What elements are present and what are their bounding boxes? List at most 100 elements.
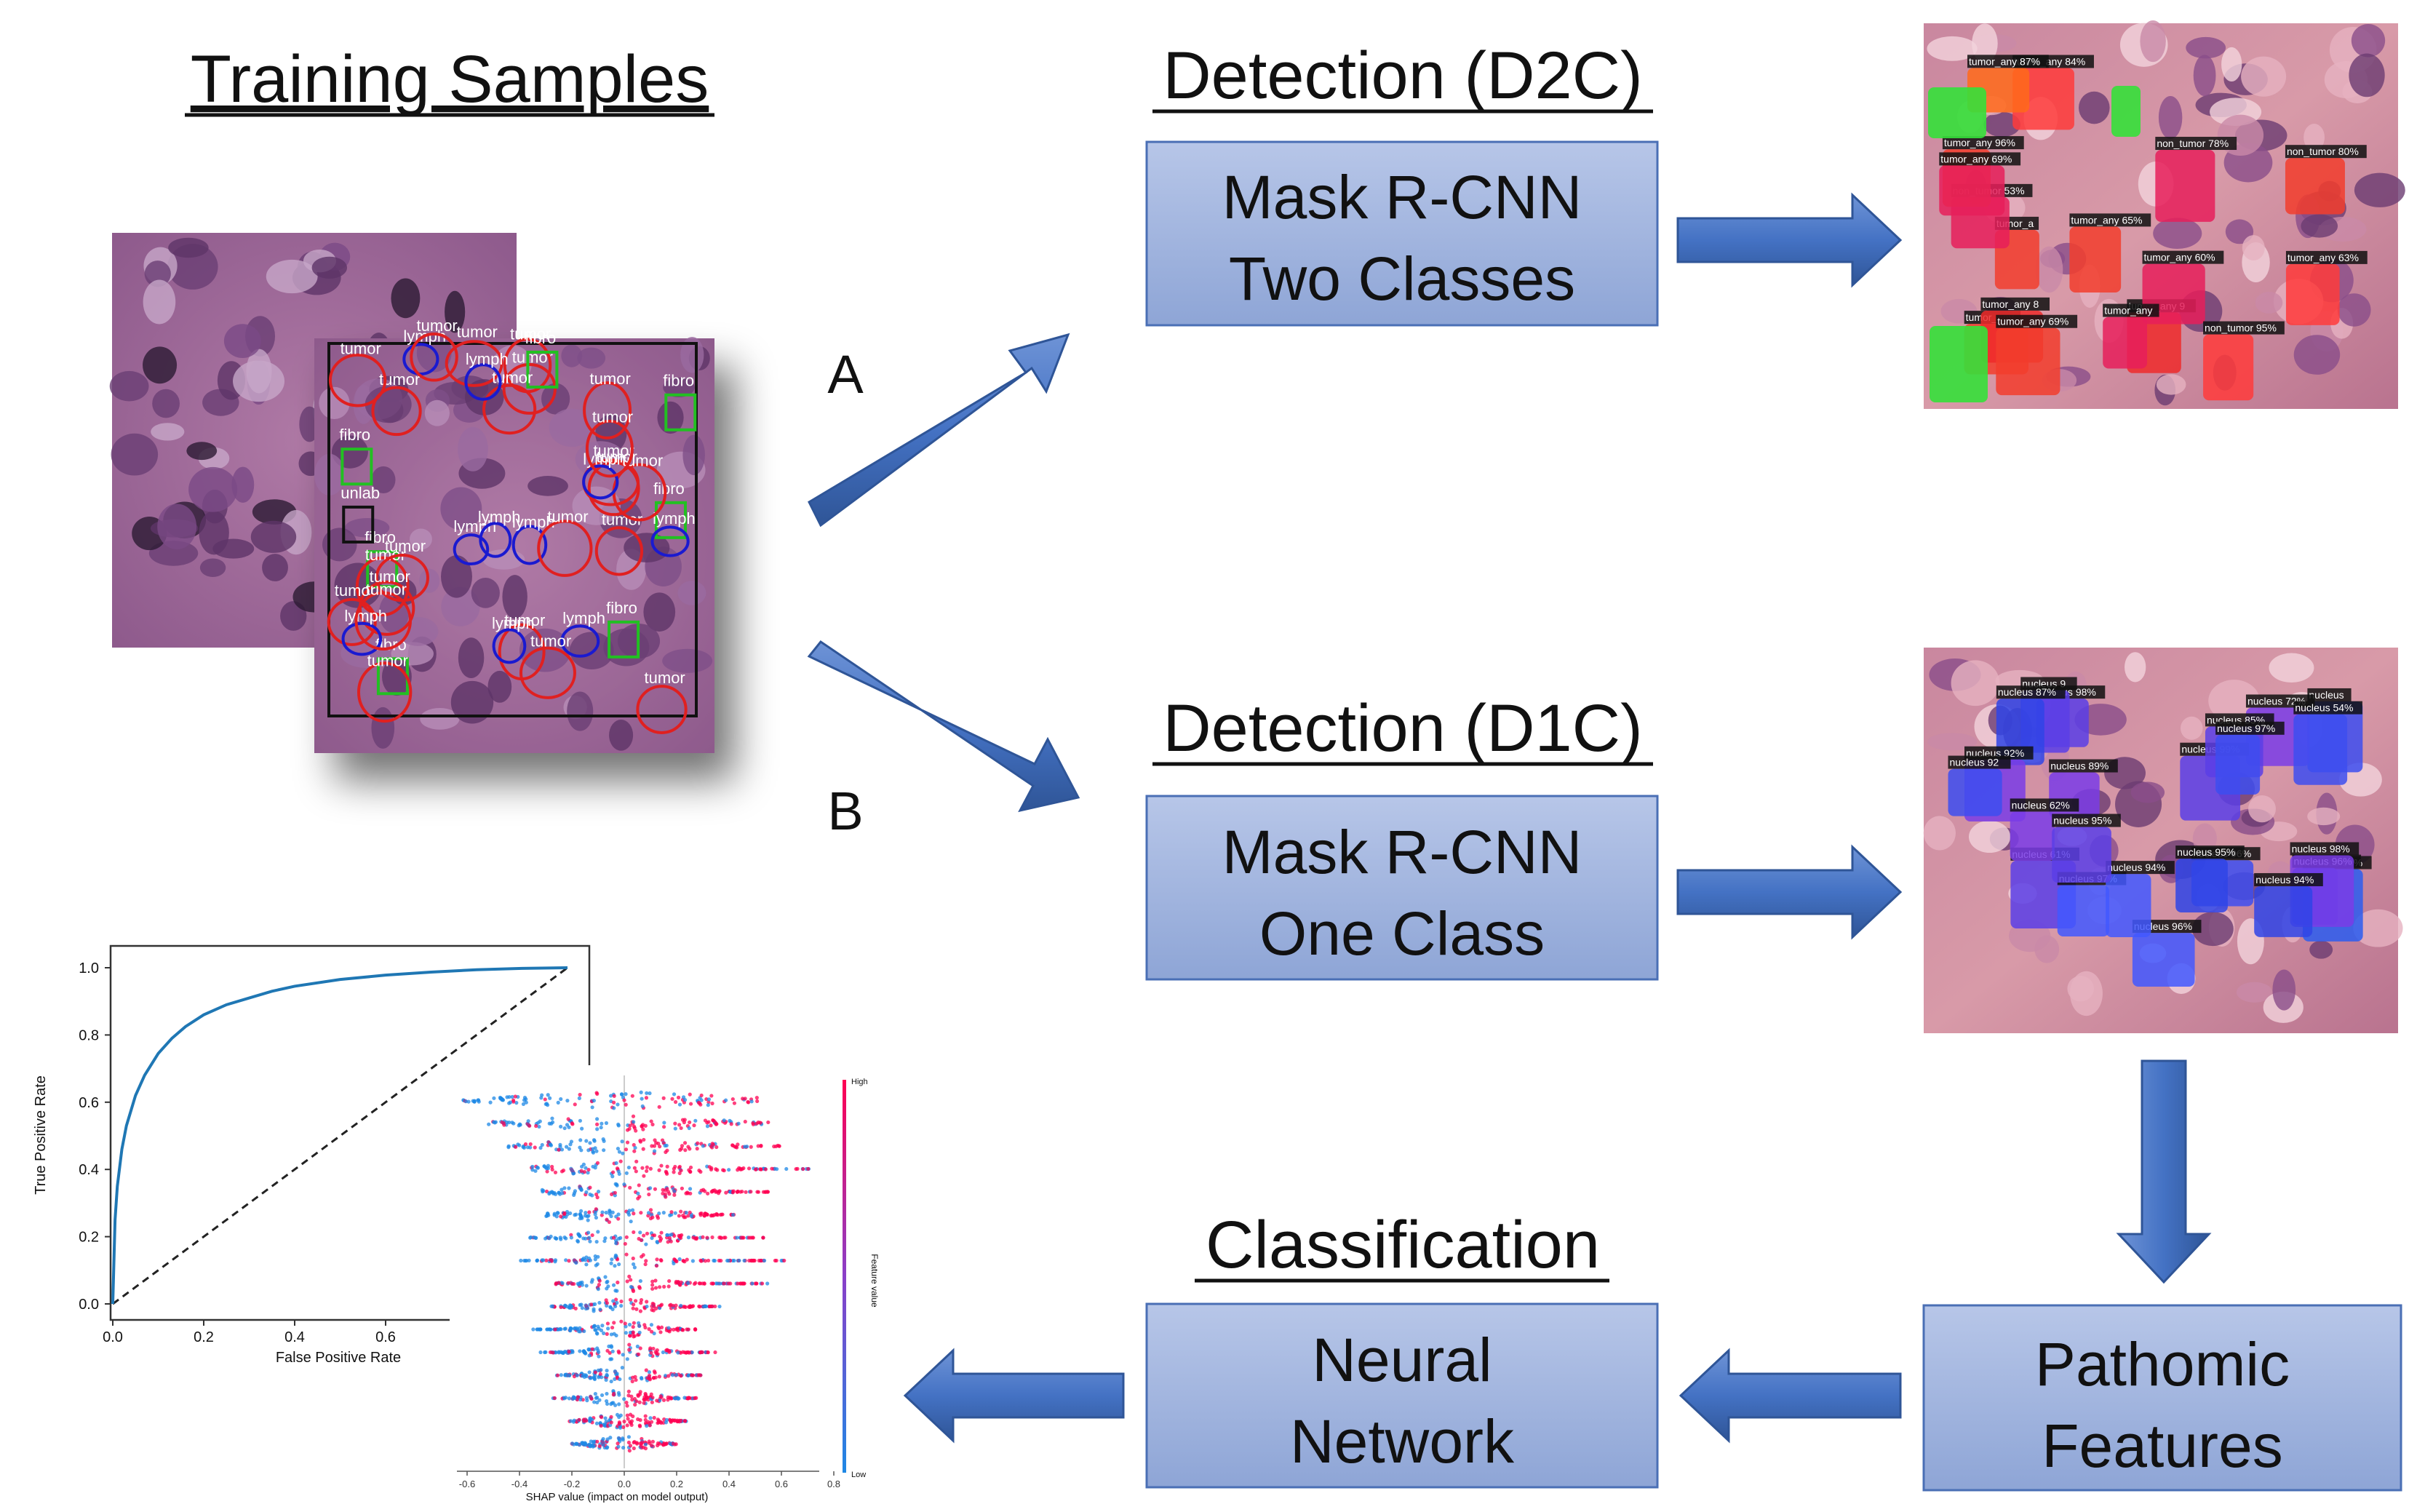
shap-point (519, 1258, 523, 1263)
shap-point (801, 1166, 805, 1171)
shap-point (584, 1139, 589, 1143)
shap-point (592, 1377, 597, 1382)
shap-point (627, 1322, 632, 1327)
detection-label-bg (1967, 55, 2049, 68)
classification-heading: Classification (1206, 1208, 1600, 1282)
nucleus-blob (2186, 36, 2226, 59)
nucleus-blob (2221, 47, 2242, 81)
shap-point (543, 1097, 547, 1102)
shap-point (686, 1236, 691, 1240)
shap-point (606, 1326, 610, 1331)
shap-point (631, 1114, 636, 1118)
shap-point (632, 1446, 636, 1451)
shap-point (730, 1097, 735, 1102)
shap-point (682, 1396, 687, 1400)
shap-point (628, 1185, 632, 1190)
detection-label: tumor_any 96% (1944, 137, 2015, 148)
shap-point (682, 1098, 688, 1102)
shap-point (795, 1166, 800, 1171)
shap-point (774, 1258, 779, 1263)
shap-point (594, 1149, 599, 1153)
shap-point (544, 1166, 549, 1171)
shap-point (629, 1278, 633, 1282)
shap-point (616, 1123, 621, 1128)
nucleus-blob (143, 346, 178, 384)
detection-mask (2010, 811, 2055, 862)
shap-point (666, 1398, 670, 1402)
shap-point (670, 1097, 674, 1101)
shap-point (638, 1390, 642, 1394)
shap-point (707, 1165, 712, 1169)
arrow-path-b (807, 640, 1080, 813)
shap-point (713, 1304, 717, 1309)
detection-label: tumor_any 87% (1969, 55, 2040, 67)
shap-point (593, 1328, 597, 1332)
shap-point (601, 1443, 605, 1447)
shap-point (532, 1235, 536, 1240)
shap-point (613, 1304, 618, 1308)
shap-point (736, 1142, 740, 1147)
shap-point (547, 1236, 552, 1241)
shap-point (594, 1192, 599, 1197)
shap-point (510, 1094, 514, 1099)
shap-point (578, 1281, 583, 1286)
shap-point (574, 1212, 578, 1217)
shap-point (661, 1187, 665, 1192)
shap-point (760, 1281, 765, 1286)
shap-point (773, 1144, 779, 1149)
shap-point (766, 1120, 771, 1125)
shap-point (726, 1258, 730, 1263)
shap-point (580, 1216, 584, 1220)
shap-point (647, 1370, 652, 1374)
detection-mask (2175, 859, 2228, 913)
shap-point (578, 1138, 583, 1142)
detection-mask-non-tumor (2111, 86, 2141, 137)
shap-point (624, 1324, 628, 1329)
shap-point (595, 1332, 600, 1336)
shap-point (662, 1284, 666, 1289)
shap-point (561, 1169, 566, 1173)
shap-point (640, 1104, 645, 1108)
detection-mask (2069, 226, 2122, 293)
shap-xtick-label: -0.4 (511, 1479, 527, 1489)
shap-point (744, 1190, 748, 1194)
d1c-heading: Detection (D1C) (1163, 691, 1643, 765)
shap-point (675, 1326, 680, 1331)
shap-point (752, 1258, 757, 1263)
shap-point (647, 1327, 651, 1332)
shap-point (703, 1259, 708, 1263)
shap-point (622, 1420, 626, 1424)
shap-point (632, 1211, 636, 1216)
shap-point (595, 1439, 600, 1444)
shap-point (706, 1120, 711, 1124)
shap-point (631, 1289, 636, 1294)
detection-label-bg (2010, 798, 2079, 812)
shap-point (699, 1188, 704, 1193)
shap-point (666, 1240, 670, 1244)
shap-point (578, 1329, 582, 1334)
shap-point (613, 1264, 617, 1268)
shap-point (584, 1284, 589, 1288)
shap-point (575, 1373, 579, 1377)
shap-point (619, 1299, 624, 1304)
shap-point (658, 1237, 664, 1241)
shap-point (541, 1188, 546, 1193)
shap-point (513, 1094, 517, 1099)
shap-point (631, 1306, 635, 1310)
shap-point (511, 1098, 516, 1102)
shap-point (650, 1396, 655, 1400)
shap-point (654, 1141, 658, 1145)
shap-point (699, 1093, 704, 1098)
shap-point (693, 1118, 698, 1123)
shap-point (584, 1236, 588, 1241)
shap-point (673, 1121, 677, 1126)
shap-point (550, 1167, 554, 1172)
shap-point (639, 1211, 643, 1215)
shap-point (572, 1171, 576, 1176)
shap-point (586, 1218, 590, 1222)
annotation-frame (327, 342, 698, 717)
shap-point (582, 1374, 586, 1380)
shap-point (493, 1121, 497, 1125)
shap-point (563, 1350, 568, 1354)
shap-point (571, 1395, 576, 1399)
